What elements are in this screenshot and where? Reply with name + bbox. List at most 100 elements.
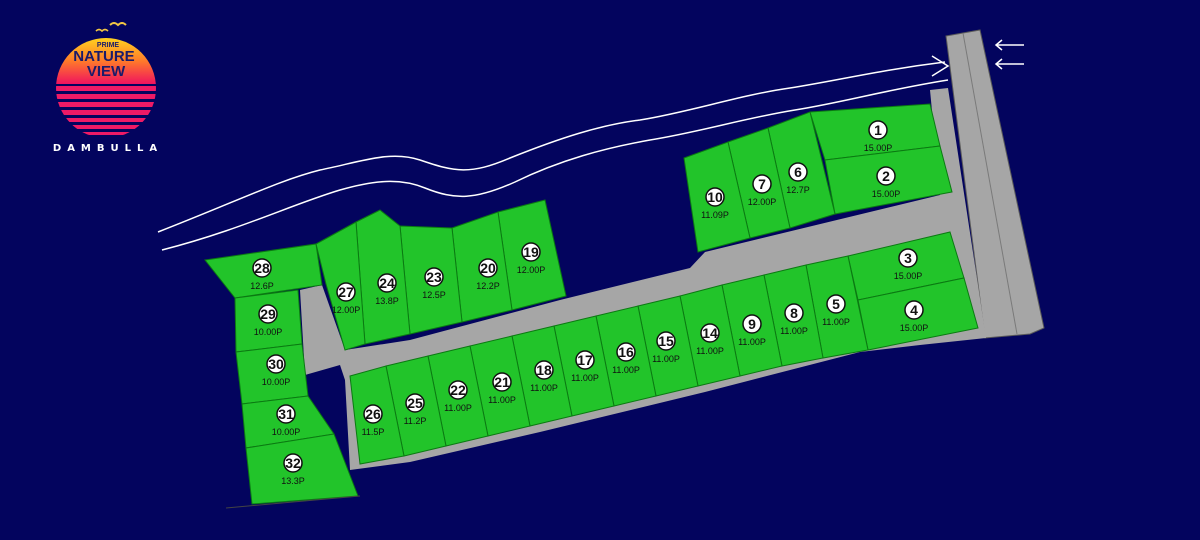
plot-area: 12.00P bbox=[517, 265, 546, 275]
plot-area: 15.00P bbox=[900, 323, 929, 333]
plot-number-badge bbox=[534, 360, 554, 380]
plot-number: 31 bbox=[278, 406, 294, 422]
plot-number: 24 bbox=[379, 275, 395, 291]
plot-area: 11.00P bbox=[612, 365, 640, 375]
plot-number-badge bbox=[826, 294, 846, 314]
plot-area: 15.00P bbox=[894, 271, 923, 281]
plot-area: 11.00P bbox=[696, 346, 724, 356]
plot-number: 30 bbox=[268, 356, 284, 372]
plot-number: 25 bbox=[407, 395, 423, 411]
plot-area: 11.5P bbox=[362, 427, 385, 437]
plot-number-badge bbox=[904, 300, 924, 320]
plot-area: 11.00P bbox=[444, 403, 472, 413]
plot-area: 13.3P bbox=[281, 476, 305, 486]
plot-number-badge bbox=[784, 303, 804, 323]
plot-number-badge bbox=[492, 372, 512, 392]
plot-number-badge bbox=[252, 258, 272, 278]
location-name: DAMBULLA bbox=[52, 143, 164, 154]
plot-4[interactable]: 415.00P bbox=[900, 300, 929, 333]
plot-number: 22 bbox=[450, 382, 466, 398]
plot-number-badge bbox=[266, 354, 286, 374]
plot-3[interactable]: 315.00P bbox=[894, 248, 923, 281]
plot-area: 12.00P bbox=[332, 305, 361, 315]
plot-2[interactable]: 2 15.00P bbox=[872, 166, 901, 199]
plot-number-badge bbox=[876, 166, 896, 186]
main-road-lane-line bbox=[962, 32, 1018, 335]
plot-25[interactable]: 25 11.2P bbox=[404, 393, 427, 426]
plot-number-badge bbox=[742, 314, 762, 334]
plot-26[interactable]: 26 11.5P bbox=[362, 404, 385, 437]
plot-number-badge bbox=[448, 380, 468, 400]
plot-number-badge bbox=[898, 248, 918, 268]
plot-number: 18 bbox=[536, 362, 552, 378]
river-arrow-icon bbox=[931, 55, 950, 77]
plot-number: 26 bbox=[365, 406, 381, 422]
plot-30[interactable]: 30 10.00P bbox=[262, 354, 291, 387]
plot-number-badge bbox=[752, 174, 772, 194]
plot-area: 15.00P bbox=[864, 143, 893, 153]
plot-number: 10 bbox=[707, 189, 723, 205]
plot-number-badge bbox=[424, 267, 444, 287]
plot-5[interactable]: 5 11.00P bbox=[822, 294, 850, 327]
plot-area: 12.2P bbox=[476, 281, 500, 291]
plot-number-badge bbox=[705, 187, 725, 207]
plot-number: 16 bbox=[618, 344, 634, 360]
river-lines bbox=[157, 61, 949, 251]
plot-24[interactable]: 24 13.8P bbox=[375, 273, 399, 306]
logo-prime-text: PRIME bbox=[97, 42, 120, 49]
plot-number-badge bbox=[868, 120, 888, 140]
plot-number: 5 bbox=[832, 296, 840, 312]
plot-7[interactable]: 712.00P bbox=[748, 174, 777, 207]
plot-number: 17 bbox=[577, 352, 593, 368]
plot-number: 32 bbox=[285, 455, 301, 471]
plot-8[interactable]: 811.00P bbox=[780, 303, 808, 336]
plot-20[interactable]: 20 12.2P bbox=[476, 258, 500, 291]
plot-6[interactable]: 612.7P bbox=[786, 162, 810, 195]
plot-number-badge bbox=[336, 282, 356, 302]
plot-area: 13.8P bbox=[375, 296, 399, 306]
plot-16[interactable]: 16 11.00P bbox=[612, 342, 640, 375]
plot-number: 23 bbox=[426, 269, 442, 285]
plot-18[interactable]: 18 11.00P bbox=[530, 360, 558, 393]
plot-number: 2 bbox=[882, 168, 890, 184]
plot-number: 29 bbox=[260, 306, 276, 322]
plot-area: 10.00P bbox=[262, 377, 291, 387]
plot-number-badge bbox=[377, 273, 397, 293]
plot-area: 15.00P bbox=[872, 189, 901, 199]
plot-shape-30[interactable] bbox=[235, 343, 309, 405]
plot-number-badge bbox=[363, 404, 383, 424]
plot-number-badge bbox=[258, 304, 278, 324]
plot-9[interactable]: 911.00P bbox=[738, 314, 766, 347]
plot-area: 10.00P bbox=[254, 327, 283, 337]
plot-area: 12.7P bbox=[786, 185, 810, 195]
plot-number-badge bbox=[405, 393, 425, 413]
plot-labels: 115.00P215.00P315.00P415.00P511.00P612.7… bbox=[250, 120, 929, 486]
plot-area: 11.00P bbox=[822, 317, 850, 327]
plot-10[interactable]: 10 11.09P bbox=[701, 187, 729, 220]
logo-view-text: VIEW bbox=[87, 63, 126, 80]
plot-number: 28 bbox=[254, 260, 270, 276]
plot-1[interactable]: 115.00P bbox=[864, 120, 893, 153]
plot-number-badge bbox=[575, 350, 595, 370]
plot-number: 20 bbox=[480, 260, 496, 276]
plot-22[interactable]: 22 11.00P bbox=[444, 380, 472, 413]
plot-area: 11.09P bbox=[701, 210, 729, 220]
plot-number-badge bbox=[283, 453, 303, 473]
plot-29[interactable]: 29 10.00P bbox=[254, 304, 283, 337]
plot-number: 8 bbox=[790, 305, 798, 321]
plot-area: 11.2P bbox=[404, 416, 427, 426]
boundary-line bbox=[225, 495, 361, 509]
plot-number-badge bbox=[521, 242, 541, 262]
plot-area: 11.00P bbox=[530, 383, 558, 393]
plot-number-badge bbox=[656, 331, 676, 351]
plot-32[interactable]: 32 13.3P bbox=[281, 453, 305, 486]
